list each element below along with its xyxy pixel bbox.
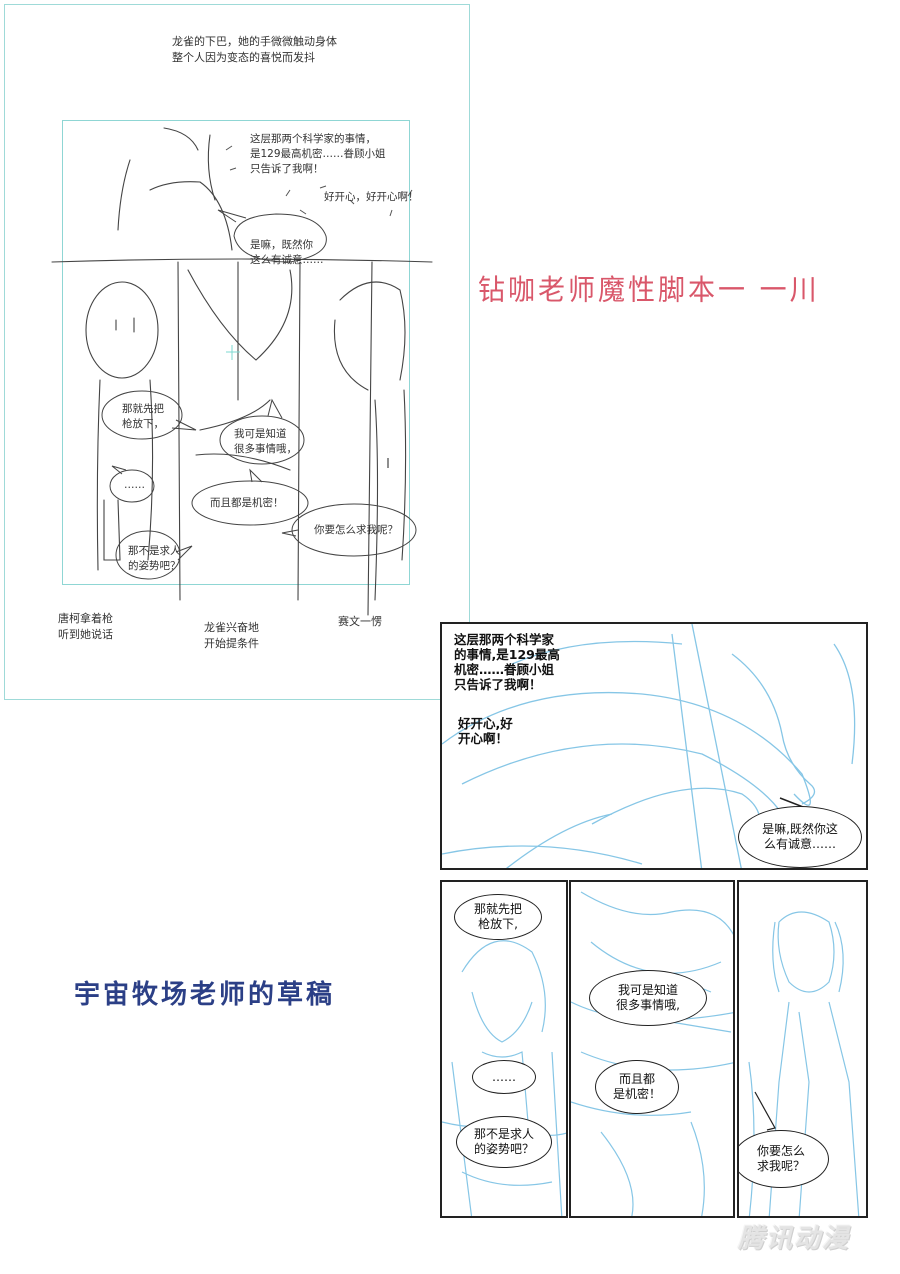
panel-4-bubble-1-text: 你要怎么 求我呢？ (756, 1144, 805, 1173)
panel-2-bubble-3-text: 那不是求人 的姿势吧？ (473, 1127, 534, 1156)
panel-1-bubble-text: 是嘛,既然你这 么有诚意…… (762, 822, 838, 851)
comic-panel-3: 我可是知道 很多事情哦, 而且都 是机密！ (569, 880, 735, 1218)
panel-3-bubble-2-text: 而且都 是机密！ (612, 1072, 661, 1101)
comic-panel-1: 这层那两个科学家 的事情,是129最高 机密……眷顾小姐 只告诉了我啊！ 好开心… (440, 622, 868, 870)
panel-3-bubble-1-text: 我可是知道 很多事情哦, (616, 983, 680, 1012)
panel-3-bubble-2: 而且都 是机密！ (595, 1060, 679, 1114)
tencent-comics-watermark: 腾讯动漫 (738, 1224, 851, 1254)
storyboard-bubble-sincere: 是嘛，既然你 这么有诚意…… (250, 239, 324, 266)
comic-panel-4: 你要怎么 求我呢？ (737, 880, 868, 1218)
storyboard-bubble-not-begging: 那不是求人 的姿势吧？ (128, 545, 181, 572)
panel-1-narration-1: 这层那两个科学家 的事情,是129最高 机密……眷顾小姐 只告诉了我啊！ (454, 632, 560, 692)
panel-3-blue-sketch (571, 891, 733, 1216)
storyboard-bubble-ellipsis: …… (124, 479, 145, 491)
panel-2-bubble-3: 那不是求人 的姿势吧？ (456, 1116, 552, 1168)
storyboard-caption-top: 龙雀的下巴，她的手微微触动身体 整个人因为变态的喜悦而发抖 (172, 35, 337, 64)
panel-1-narration-2: 好开心,好 开心啊！ (458, 716, 513, 746)
storyboard-note-3: 赛文一愣 (338, 615, 382, 628)
title-script-credit: 钻咖老师魔性脚本一 一川 (478, 274, 820, 307)
storyboard-note-1: 唐柯拿着枪 听到她说话 (58, 612, 113, 641)
storyboard-note-2: 龙雀兴奋地 开始提条件 (204, 621, 259, 650)
panel-1-speech-bubble: 是嘛,既然你这 么有诚意…… (738, 806, 862, 868)
storyboard-page-frame (4, 4, 470, 700)
panel-2-bubble-1: 那就先把 枪放下, (454, 894, 542, 940)
title-draft-credit: 宇宙牧场老师的草稿 (74, 980, 336, 1010)
panel-3-bubble-1: 我可是知道 很多事情哦, (589, 970, 707, 1026)
storyboard-text-secret: 这层那两个科学家的事情， 是129最高机密……眷顾小姐 只告诉了我啊！ (250, 133, 386, 175)
panel-4-bubble-1: 你要怎么 求我呢？ (739, 1130, 829, 1188)
panel-4-blue-sketch (748, 911, 860, 1216)
storyboard-bubble-how-beg: 你要怎么求我呢？ (314, 524, 398, 536)
panel-2-bubble-1-text: 那就先把 枪放下, (473, 902, 522, 931)
storyboard-bubble-drop-gun: 那就先把 枪放下， (122, 403, 164, 430)
panel-2-bubble-2-text: …… (492, 1069, 516, 1084)
panel-2-bubble-2: …… (472, 1060, 536, 1094)
storyboard-text-happy: 好开心，好开心啊！ (324, 191, 419, 203)
comic-panel-2: 那就先把 枪放下, …… 那不是求人 的姿势吧？ (440, 880, 568, 1218)
storyboard-panel-frame (62, 120, 410, 585)
storyboard-bubble-know-much: 我可是知道 很多事情哦， (234, 428, 297, 455)
storyboard-bubble-secrets: 而且都是机密！ (210, 497, 284, 509)
